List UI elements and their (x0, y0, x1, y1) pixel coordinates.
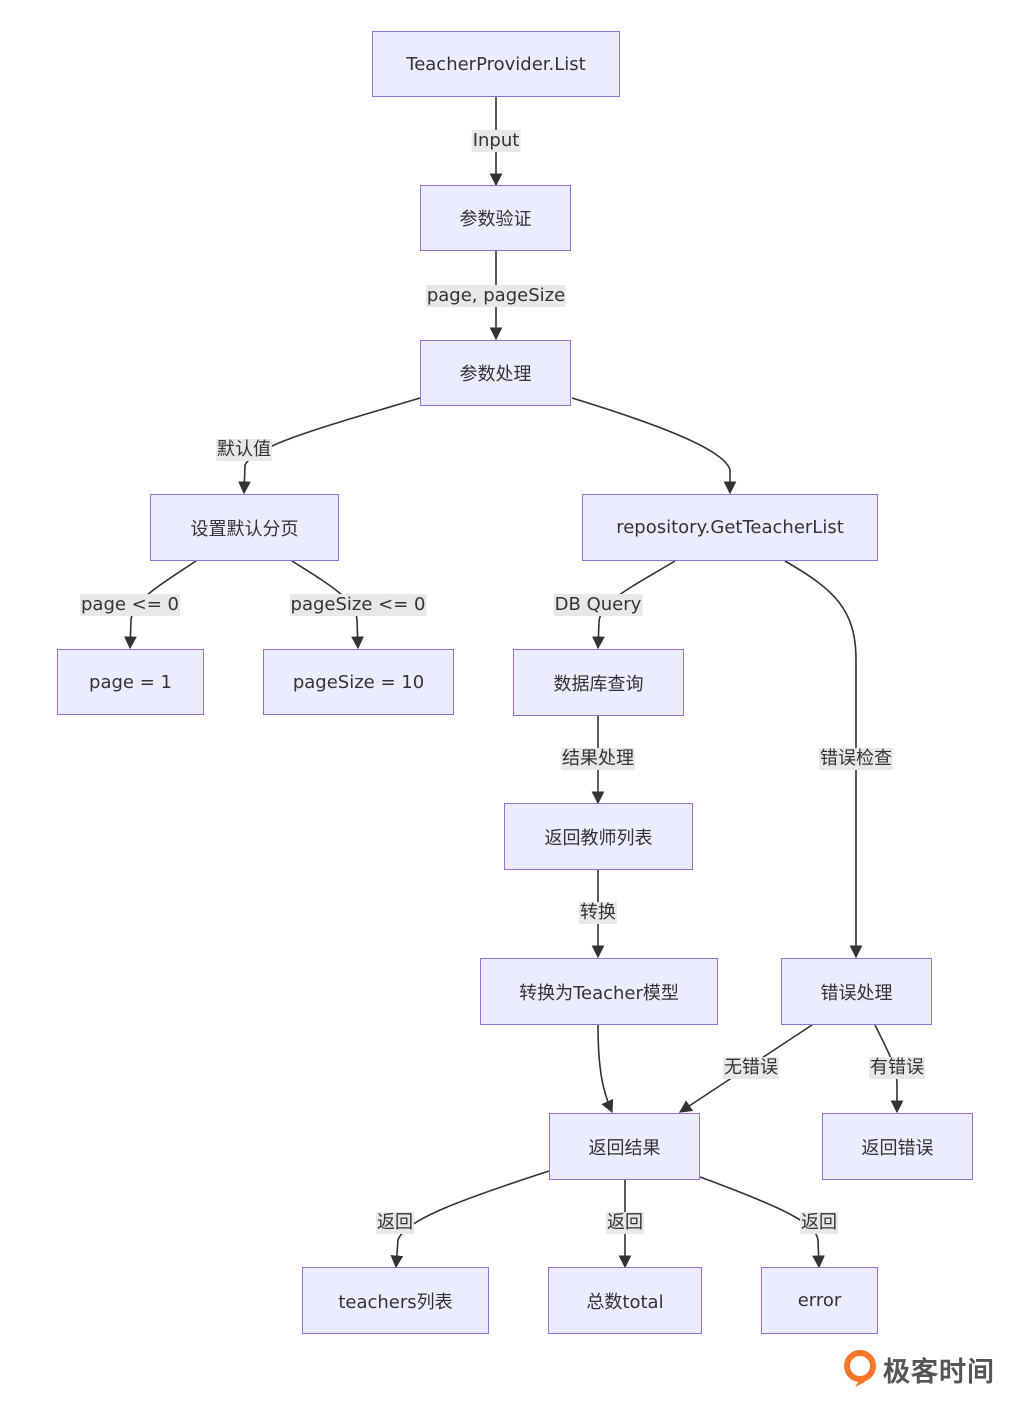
node-page-equals-1: page = 1 (57, 649, 204, 715)
edge-label-page-le-0: page <= 0 (79, 594, 181, 616)
node-return-result: 返回结果 (549, 1113, 700, 1180)
edge-label-pagesize-le-0: pageSize <= 0 (289, 594, 427, 616)
node-convert-to-teacher-model: 转换为Teacher模型 (480, 958, 718, 1025)
geektime-watermark: 极客时间 (843, 1348, 1003, 1390)
edge-label-convert: 转换 (579, 902, 617, 924)
edge-convert-to-result (597, 1024, 614, 1114)
edge-label-return-total: 返回 (606, 1212, 644, 1234)
edge-process-to-repo (571, 397, 737, 495)
edge-repo-to-errhandle (784, 560, 863, 959)
edge-label-no-error: 无错误 (723, 1057, 779, 1079)
node-repository-getteacherlist: repository.GetTeacherList (582, 494, 878, 561)
node-total-count: 总数total (548, 1267, 702, 1334)
node-teachers-list: teachers列表 (302, 1267, 489, 1334)
node-param-process: 参数处理 (420, 340, 571, 406)
edge-label-return-error: 返回 (800, 1212, 838, 1234)
edge-result-to-error (699, 1176, 825, 1269)
geektime-logo-icon (844, 1350, 876, 1387)
edge-label-input: Input (471, 130, 521, 152)
node-return-error: 返回错误 (822, 1113, 973, 1180)
watermark-text: 极客时间 (883, 1356, 995, 1388)
node-pagesize-equals-10: pageSize = 10 (263, 649, 454, 715)
edge-label-result-process: 结果处理 (561, 748, 635, 770)
edge-label-return-teachers: 返回 (376, 1212, 414, 1234)
edge-result-to-teachers (390, 1170, 550, 1269)
edge-label-default-value: 默认值 (216, 439, 272, 461)
edge-label-db-query: DB Query (553, 594, 643, 616)
node-error: error (761, 1267, 878, 1334)
node-return-teacher-list: 返回教师列表 (504, 803, 693, 870)
edge-label-page-pagesize: page, pageSize (425, 285, 567, 307)
edge-label-has-error: 有错误 (869, 1057, 925, 1079)
edge-process-to-defaults (238, 397, 421, 495)
node-error-handle: 错误处理 (781, 958, 932, 1025)
node-param-validate: 参数验证 (420, 185, 571, 251)
node-db-query: 数据库查询 (513, 649, 684, 716)
node-teacherprovider-list: TeacherProvider.List (372, 31, 620, 97)
edge-label-error-check: 错误检查 (819, 748, 893, 770)
node-set-default-paging: 设置默认分页 (150, 494, 339, 561)
